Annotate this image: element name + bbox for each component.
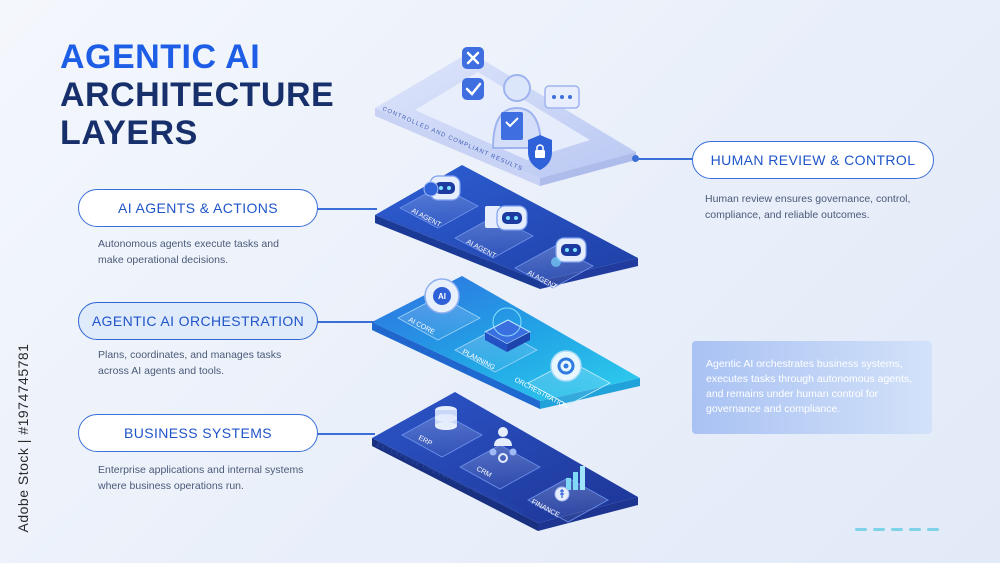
- business-layer-side: [372, 438, 538, 531]
- ai-core-badge: AI: [438, 292, 446, 301]
- business-systems-layer: ERP CRM FINANCE ENTERPRISE OPERATIONAL E…: [372, 392, 638, 531]
- ai-agents-description: Autonomous agents execute tasks and make…: [98, 236, 328, 268]
- human-desc-line-2: compliance, and reliable outcomes.: [705, 209, 870, 221]
- orchestration-description: Plans, coordinates, and manages tasks ac…: [98, 347, 328, 379]
- finance-tile: [527, 466, 609, 523]
- orch-layer-side: [372, 322, 540, 409]
- security-lock-icon: [528, 135, 552, 170]
- human-layer-side: [540, 152, 636, 186]
- planning-tile: [454, 307, 538, 373]
- crm-tile: [459, 427, 541, 490]
- orchestration-pill-label: AGENTIC AI ORCHESTRATION: [91, 313, 305, 329]
- orchestration-layer: AI AI CORE PLANNING ORCHESTRATION AUTONO…: [372, 276, 640, 411]
- ai-agents-pill-label: AI AGENTS & ACTIONS: [117, 200, 279, 216]
- ai-agents-layer: AI AGENT AI AGENT AI AGENT PLANNING AND …: [375, 165, 638, 291]
- business-desc-line-2: where business operations run.: [98, 480, 244, 492]
- orchestration-tile: [527, 350, 611, 406]
- human-review-pill[interactable]: HUMAN REVIEW & CONTROL: [692, 141, 934, 179]
- business-connector-line: [317, 433, 375, 435]
- stock-watermark: Adobe Stock | #1974745781: [13, 320, 31, 560]
- agents-layer-side: [375, 215, 540, 289]
- agent-tile: [454, 205, 534, 259]
- agent-tile: [514, 237, 594, 289]
- summary-box: Agentic AI orchestrates business systems…: [692, 341, 932, 434]
- summary-line-4: governance and compliance.: [706, 403, 841, 415]
- ai-core-tile: AI: [397, 278, 481, 341]
- ai-agents-pill[interactable]: AI AGENTS & ACTIONS: [78, 189, 318, 227]
- business-layer-side: [538, 497, 638, 531]
- title-line-1: AGENTIC AI: [60, 38, 261, 76]
- chat-bubble-icon: [544, 85, 580, 109]
- decorative-dashes: [855, 528, 939, 531]
- approve-check-icon: [462, 78, 484, 100]
- erp-tile: [401, 406, 483, 458]
- human-review-pill-label: HUMAN REVIEW & CONTROL: [710, 152, 916, 168]
- orchestration-pill[interactable]: AGENTIC AI ORCHESTRATION: [78, 302, 318, 340]
- human-layer-side: [375, 108, 540, 186]
- orch-desc-line-1: Plans, coordinates, and manages tasks: [98, 349, 282, 361]
- summary-line-3: and remains under human control for: [706, 388, 879, 400]
- human-review-description: Human review ensures governance, control…: [705, 191, 935, 223]
- business-systems-pill-label: BUSINESS SYSTEMS: [124, 425, 272, 441]
- reject-check-icon: [462, 47, 484, 69]
- human-connector-dot: [632, 155, 639, 162]
- title-line-2: ARCHITECTURE: [60, 76, 335, 114]
- page-title: AGENTIC AI ARCHITECTURE LAYERS: [60, 38, 334, 152]
- agents-desc-line-2: make operational decisions.: [98, 254, 229, 266]
- orchestration-connector-line: [317, 321, 375, 323]
- agents-desc-line-1: Autonomous agents execute tasks and: [98, 238, 279, 250]
- agents-connector-line: [317, 208, 377, 210]
- business-systems-description: Enterprise applications and internal sys…: [98, 462, 338, 494]
- stock-watermark-text: Adobe Stock | #1974745781: [15, 343, 31, 533]
- summary-line-2: executes tasks through autonomous agents…: [706, 373, 913, 385]
- business-desc-line-1: Enterprise applications and internal sys…: [98, 464, 304, 476]
- summary-line-1: Agentic AI orchestrates business systems…: [706, 358, 903, 370]
- human-review-layer: CONTROLLED AND COMPLIANT RESULTS: [375, 47, 636, 186]
- human-connector-line: [636, 158, 694, 160]
- title-line-3: LAYERS: [60, 114, 198, 152]
- human-desc-line-1: Human review ensures governance, control…: [705, 193, 911, 205]
- business-systems-pill[interactable]: BUSINESS SYSTEMS: [78, 414, 318, 452]
- human-reviewer-icon: [491, 74, 543, 149]
- agent-tile: [399, 175, 479, 229]
- orch-desc-line-2: across AI agents and tools.: [98, 365, 225, 377]
